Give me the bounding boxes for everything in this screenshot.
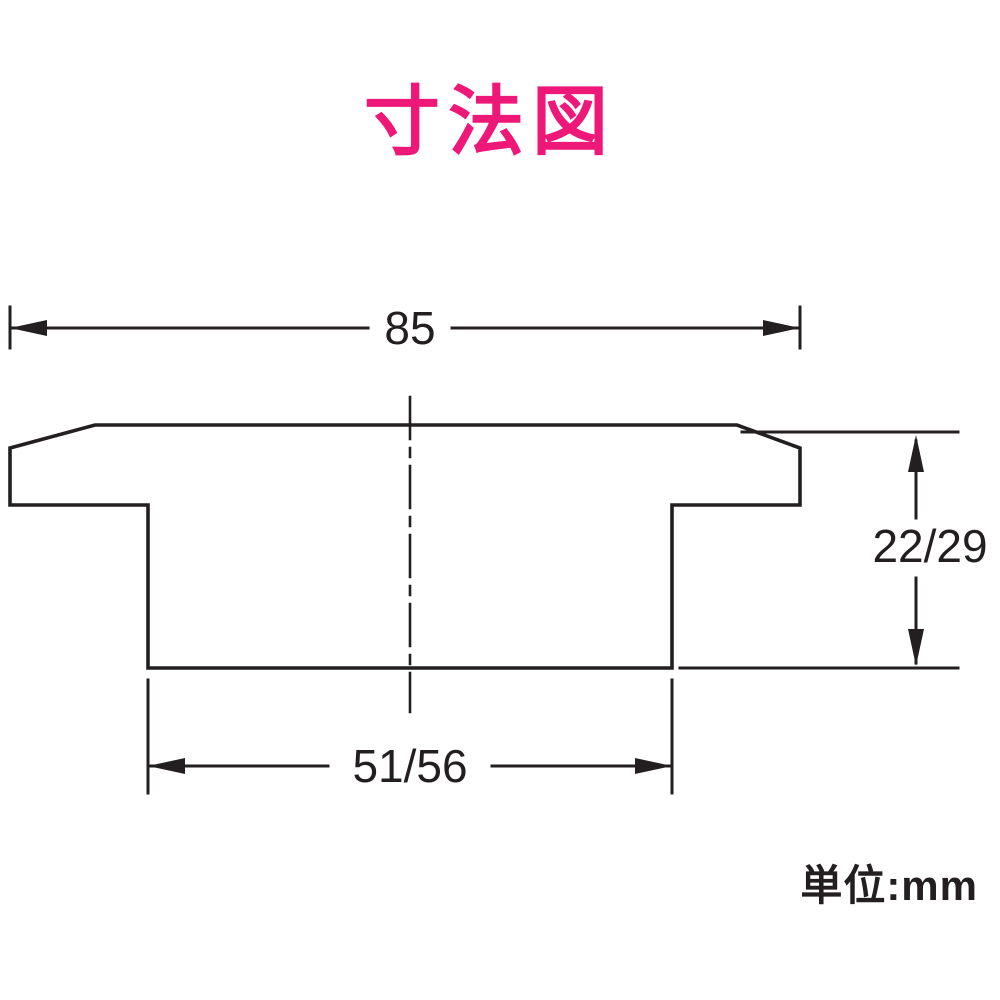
arrow-bottom-right <box>635 758 672 774</box>
dim-right-lines <box>678 430 960 670</box>
page-title: 寸法図 <box>364 80 616 165</box>
dim-right-label: 22/29 <box>872 520 987 572</box>
dim-bottom-lines <box>146 678 674 795</box>
arrow-right-down <box>908 629 924 666</box>
arrow-top-right <box>763 320 800 336</box>
arrow-right-up <box>908 435 924 472</box>
dimension-arrowheads <box>10 320 924 774</box>
arrow-bottom-left <box>148 758 185 774</box>
profile-outline <box>8 423 802 670</box>
dim-top-label: 85 <box>384 302 435 354</box>
unit-label: 単位:mm <box>800 862 978 909</box>
drawing-lines <box>8 305 960 795</box>
arrow-top-left <box>10 320 47 336</box>
dim-bottom-label: 51/56 <box>352 740 467 792</box>
dim-top-lines <box>8 305 802 350</box>
